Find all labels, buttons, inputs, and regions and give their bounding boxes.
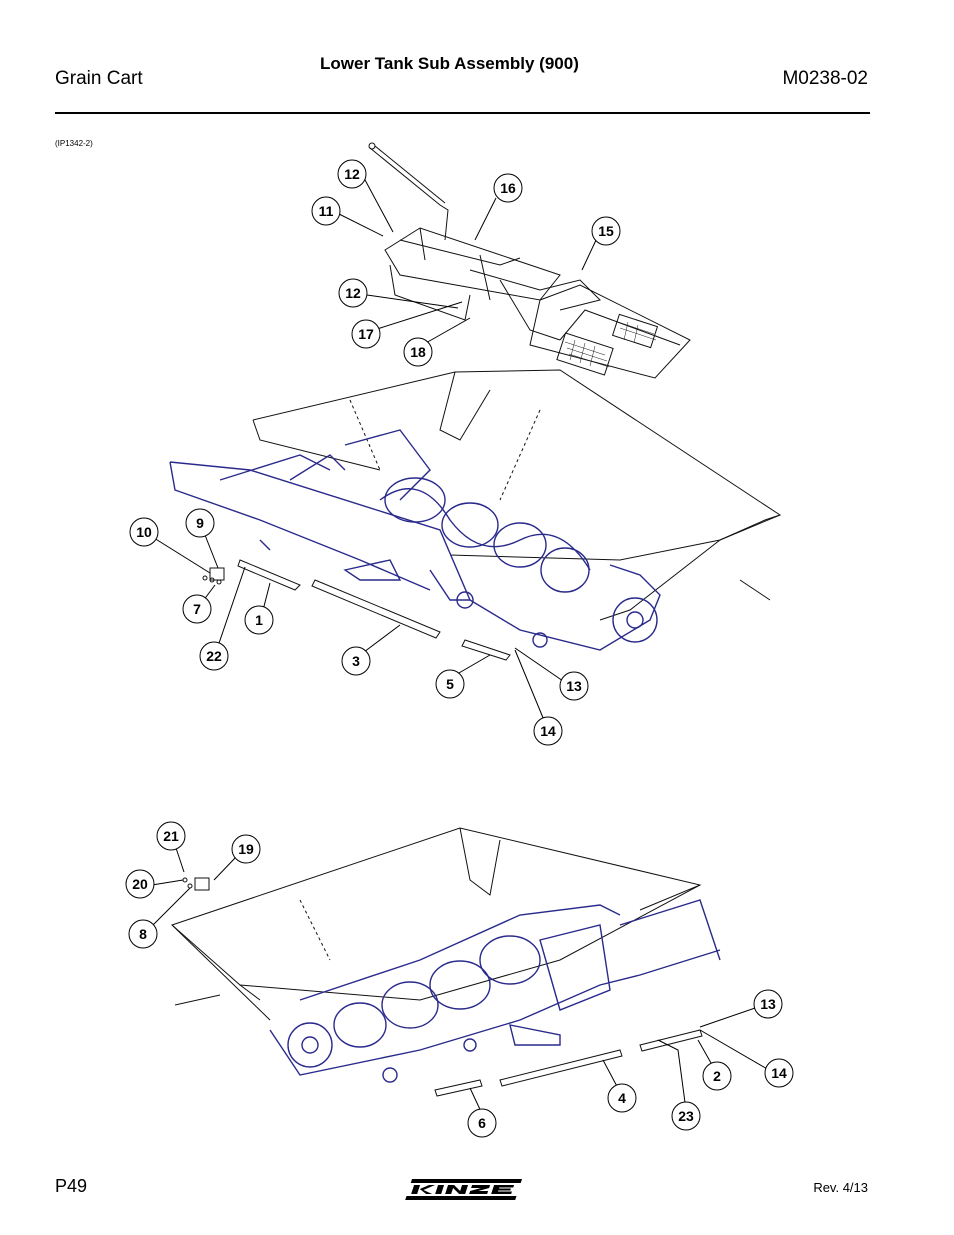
svg-text:3: 3 [352, 653, 360, 669]
page-title: Lower Tank Sub Assembly (900) [320, 54, 579, 73]
callout-11: 11 [311, 196, 341, 226]
svg-text:20: 20 [132, 876, 148, 892]
svg-text:9: 9 [196, 515, 204, 531]
upper-plate-assembly [368, 142, 691, 379]
callout-16: 16 [493, 173, 523, 203]
callout-8: 8 [128, 919, 158, 949]
callout-9: 9 [185, 508, 215, 538]
grating-hatch [564, 321, 657, 368]
manual-number: M0238-02 [782, 68, 868, 89]
callout-5: 5 [435, 669, 465, 699]
svg-text:4: 4 [618, 1090, 626, 1106]
svg-text:23: 23 [678, 1108, 694, 1124]
figure-reference: (IP1342-2) [55, 139, 93, 148]
callout-22: 22 [199, 641, 229, 671]
callout-20: 20 [125, 869, 155, 899]
svg-text:8: 8 [139, 926, 147, 942]
header-section: Grain Cart [55, 68, 143, 89]
callout-7: 7 [182, 594, 212, 624]
svg-text:12: 12 [344, 166, 360, 182]
svg-text:16: 16 [500, 180, 516, 196]
callout-12-mid: 12 [338, 278, 368, 308]
svg-text:21: 21 [163, 828, 179, 844]
callout-3: 3 [341, 646, 371, 676]
callout-23: 23 [671, 1101, 701, 1131]
callout-12-top: 12 [337, 159, 367, 189]
svg-text:13: 13 [760, 996, 776, 1012]
svg-text:19: 19 [238, 841, 254, 857]
svg-text:5: 5 [446, 676, 454, 692]
leader-lines [147, 177, 770, 1119]
callout-2: 2 [702, 1061, 732, 1091]
svg-text:18: 18 [410, 344, 426, 360]
upper-loose-parts [202, 559, 771, 661]
svg-text:17: 17 [358, 326, 374, 342]
callout-6: 6 [467, 1108, 497, 1138]
callout-15: 15 [591, 216, 621, 246]
svg-text:14: 14 [540, 723, 556, 739]
revision-date: Rev. 4/13 [813, 1180, 868, 1195]
svg-text:7: 7 [193, 601, 201, 617]
callout-13-bottom: 13 [753, 989, 783, 1019]
upper-frame [169, 429, 661, 651]
callout-13-top: 13 [559, 671, 589, 701]
svg-text:13: 13 [566, 678, 582, 694]
callout-18: 18 [403, 337, 433, 367]
callout-21: 21 [156, 821, 186, 851]
lower-tank-outline [171, 827, 702, 1021]
svg-text:15: 15 [598, 223, 614, 239]
callout-17: 17 [351, 319, 381, 349]
upper-tank-outline [252, 369, 782, 621]
svg-text:14: 14 [771, 1065, 787, 1081]
kinze-logo [403, 1176, 523, 1207]
callout-10: 10 [129, 517, 159, 547]
page-number: P49 [55, 1176, 88, 1196]
lower-loose-parts [174, 877, 703, 1097]
header-divider [55, 112, 870, 114]
callout-4: 4 [607, 1083, 637, 1113]
callout-19: 19 [231, 834, 261, 864]
svg-text:12: 12 [345, 285, 361, 301]
callout-14-bottom: 14 [764, 1058, 794, 1088]
svg-text:6: 6 [478, 1115, 486, 1131]
lower-frame [269, 899, 721, 1083]
callout-14-top: 14 [533, 716, 563, 746]
svg-text:2: 2 [713, 1068, 721, 1084]
svg-text:1: 1 [255, 612, 263, 628]
svg-text:11: 11 [319, 203, 334, 219]
callout-1: 1 [244, 605, 274, 635]
svg-text:10: 10 [136, 524, 152, 540]
svg-text:22: 22 [206, 648, 222, 664]
